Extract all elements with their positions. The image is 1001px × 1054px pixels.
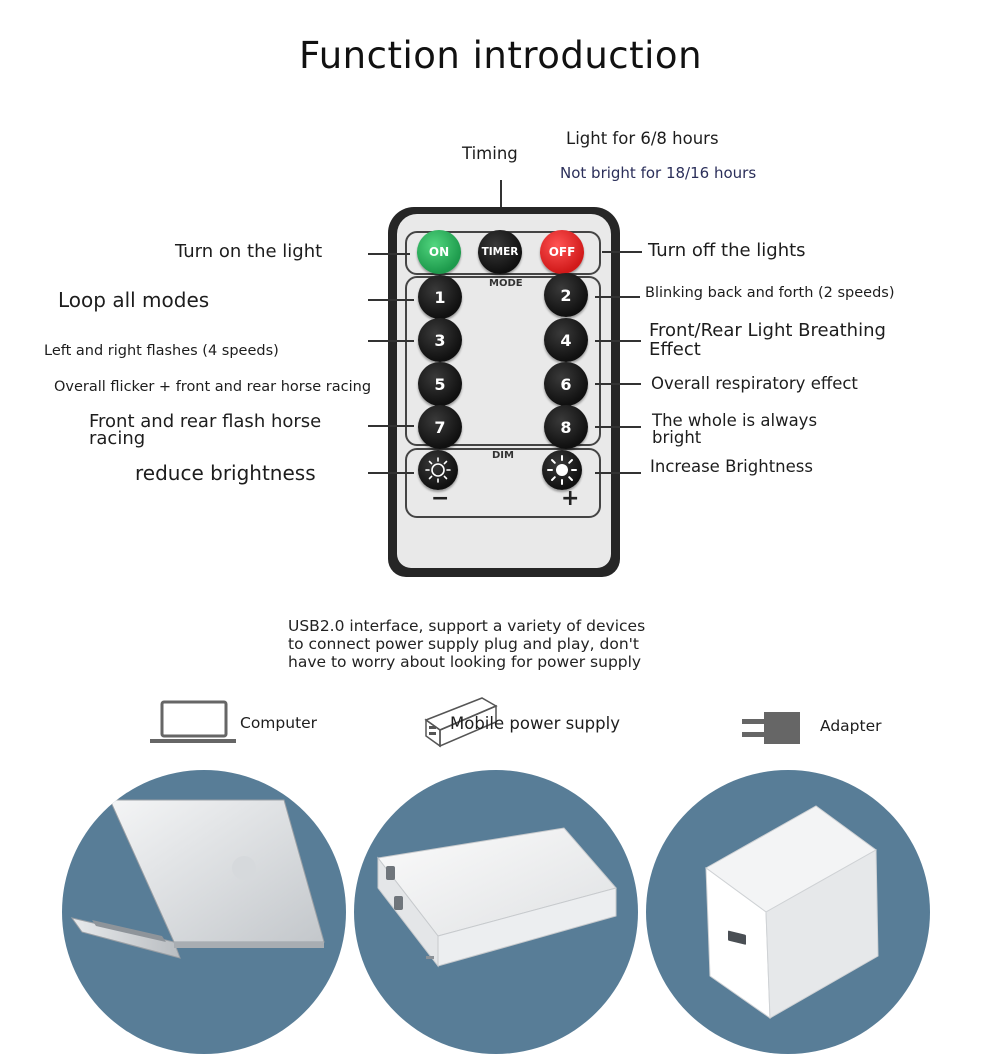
mode-button-8[interactable]: 8 bbox=[544, 405, 588, 449]
mode-section-frame bbox=[405, 276, 601, 446]
laptop-illustration bbox=[70, 799, 325, 959]
power-bank-photo-circle bbox=[354, 770, 638, 1054]
pointer-mode-8 bbox=[595, 426, 641, 428]
mode-button-1[interactable]: 1 bbox=[418, 275, 462, 319]
usb-line-3: have to worry about looking for power su… bbox=[288, 653, 642, 671]
power-bank-illustration bbox=[377, 827, 617, 968]
adapter-illustration bbox=[705, 805, 879, 1019]
pointer-mode-7 bbox=[368, 425, 414, 427]
label-mode-1: Loop all modes bbox=[58, 288, 210, 312]
device-label-computer: Computer bbox=[240, 714, 318, 732]
usb-line-1: USB2.0 interface, support a variety of d… bbox=[288, 617, 646, 635]
pointer-turn-on bbox=[368, 253, 410, 255]
dim-down-button[interactable] bbox=[418, 450, 458, 490]
mode-button-2[interactable]: 2 bbox=[544, 273, 588, 317]
mode-button-6[interactable]: 6 bbox=[544, 362, 588, 406]
label-mode-4-line1: Front/Rear Light Breathing bbox=[649, 320, 886, 341]
dim-up-button[interactable] bbox=[542, 450, 582, 490]
pointer-dim-down bbox=[368, 472, 414, 474]
pointer-mode-2 bbox=[595, 296, 640, 298]
label-mode-3: Left and right flashes (4 speeds) bbox=[44, 343, 279, 359]
label-mode-4-line2: Effect bbox=[649, 339, 701, 360]
label-mode-7-line1: Front and rear flash horse bbox=[89, 411, 322, 432]
label-mode-5: Overall flicker + front and rear horse r… bbox=[54, 379, 372, 395]
dim-section-frame bbox=[405, 448, 601, 518]
label-mode-7-line2: racing bbox=[89, 428, 146, 449]
power-bank-icon bbox=[424, 697, 498, 748]
dim-caption: DIM bbox=[492, 450, 514, 461]
mode-button-7[interactable]: 7 bbox=[418, 405, 462, 449]
device-label-mobile-power: Mobile power supply bbox=[450, 714, 620, 733]
mode-button-5[interactable]: 5 bbox=[418, 362, 462, 406]
pointer-dim-up bbox=[595, 472, 641, 474]
label-dim-down: reduce brightness bbox=[135, 461, 316, 485]
timing-pointer-line bbox=[500, 180, 502, 228]
label-turn-off: Turn off the lights bbox=[648, 240, 806, 261]
dim-plus-sign: + bbox=[561, 486, 580, 511]
usb-description: USB2.0 interface, support a variety of d… bbox=[288, 617, 645, 671]
mode-button-4[interactable]: 4 bbox=[544, 318, 588, 362]
pointer-mode-3 bbox=[368, 340, 414, 342]
label-mode-8-line2: bright bbox=[652, 428, 702, 447]
mode-caption: MODE bbox=[489, 278, 523, 289]
plug-adapter-icon bbox=[742, 712, 800, 744]
label-mode-8-line1: The whole is always bbox=[652, 411, 818, 430]
label-mode-6: Overall respiratory effect bbox=[651, 374, 858, 393]
label-turn-on: Turn on the light bbox=[175, 241, 323, 262]
label-dim-up: Increase Brightness bbox=[650, 457, 813, 476]
on-button[interactable]: ON bbox=[417, 230, 461, 274]
adapter-photo-circle bbox=[646, 770, 930, 1054]
pointer-mode-1 bbox=[368, 299, 414, 301]
usb-line-2: to connect power supply plug and play, d… bbox=[288, 635, 639, 653]
laptop-photo-circle bbox=[62, 770, 346, 1054]
label-mode-2: Blinking back and forth (2 speeds) bbox=[645, 285, 895, 301]
device-label-adapter: Adapter bbox=[820, 717, 882, 735]
pointer-mode-4 bbox=[595, 340, 641, 342]
timing-on-duration: Light for 6/8 hours bbox=[566, 129, 719, 148]
timing-off-duration: Not bright for 18/16 hours bbox=[560, 164, 757, 182]
pointer-mode-6 bbox=[595, 383, 641, 385]
off-button[interactable]: OFF bbox=[540, 230, 584, 274]
timing-label: Timing bbox=[462, 144, 518, 163]
page-title: Function introduction bbox=[298, 34, 703, 77]
pointer-turn-off bbox=[602, 251, 642, 253]
dim-minus-sign: − bbox=[431, 486, 450, 511]
sun-large-icon bbox=[547, 455, 577, 485]
timer-button[interactable]: TIMER bbox=[478, 230, 522, 274]
sun-small-icon bbox=[425, 457, 451, 483]
mode-button-3[interactable]: 3 bbox=[418, 318, 462, 362]
laptop-icon bbox=[150, 700, 236, 743]
